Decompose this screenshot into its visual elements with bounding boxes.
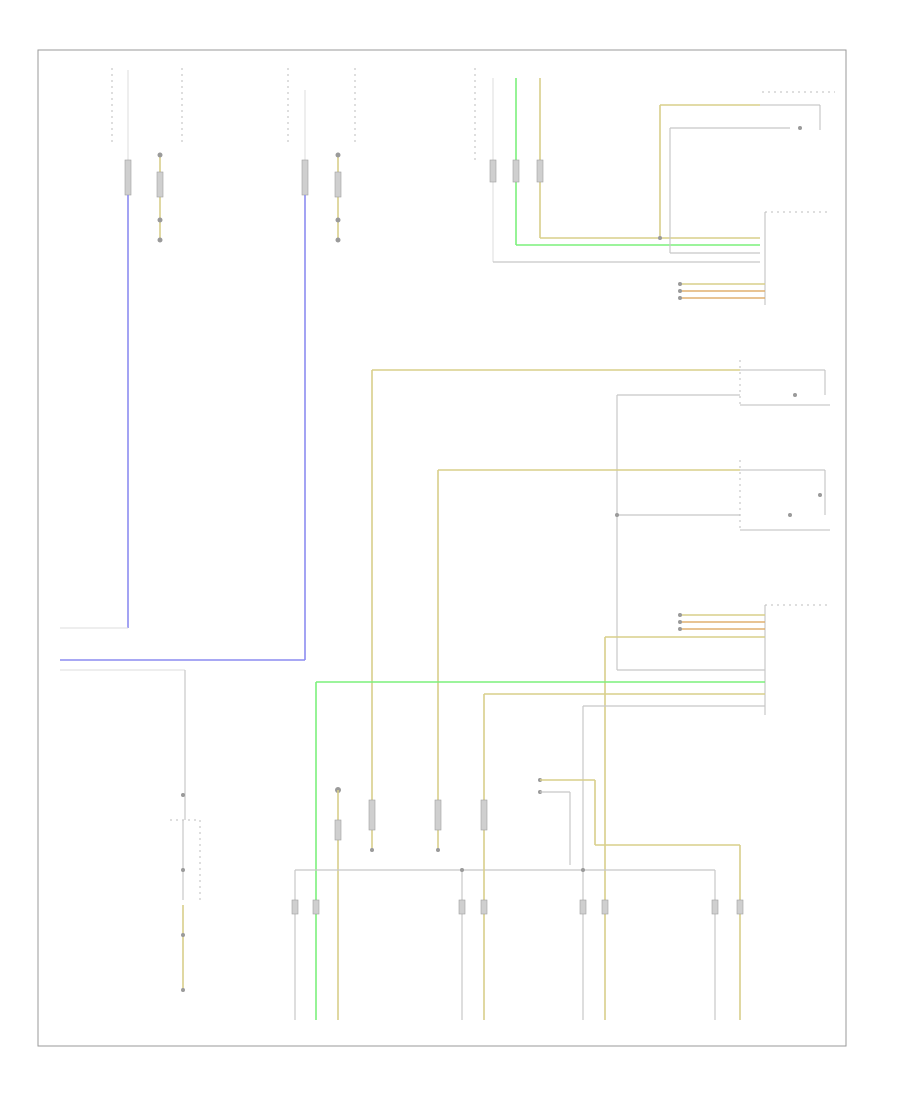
switch-3-component: [437, 460, 830, 850]
module-2-component: [315, 604, 830, 1020]
seat-switch-4: [711, 899, 744, 915]
ground-2-point: [335, 237, 341, 243]
left-feed-group: [111, 68, 183, 628]
switch-4-component: [170, 670, 201, 992]
seat-switch-1: [291, 899, 320, 915]
switch-1-component: [760, 91, 835, 130]
mid-feed-group: [287, 68, 356, 660]
seat-switch-2: [458, 899, 488, 915]
switch-5-component: [334, 787, 488, 1020]
switch-2-component: [371, 360, 830, 850]
ground-1-point: [157, 237, 163, 243]
module-1-component: [678, 211, 830, 305]
seat-switch-3: [579, 899, 609, 915]
module-3-component: [538, 778, 741, 1020]
right-feed-group: [474, 68, 790, 263]
diagram-border: [37, 49, 847, 1047]
ground-3-point: [181, 988, 185, 992]
